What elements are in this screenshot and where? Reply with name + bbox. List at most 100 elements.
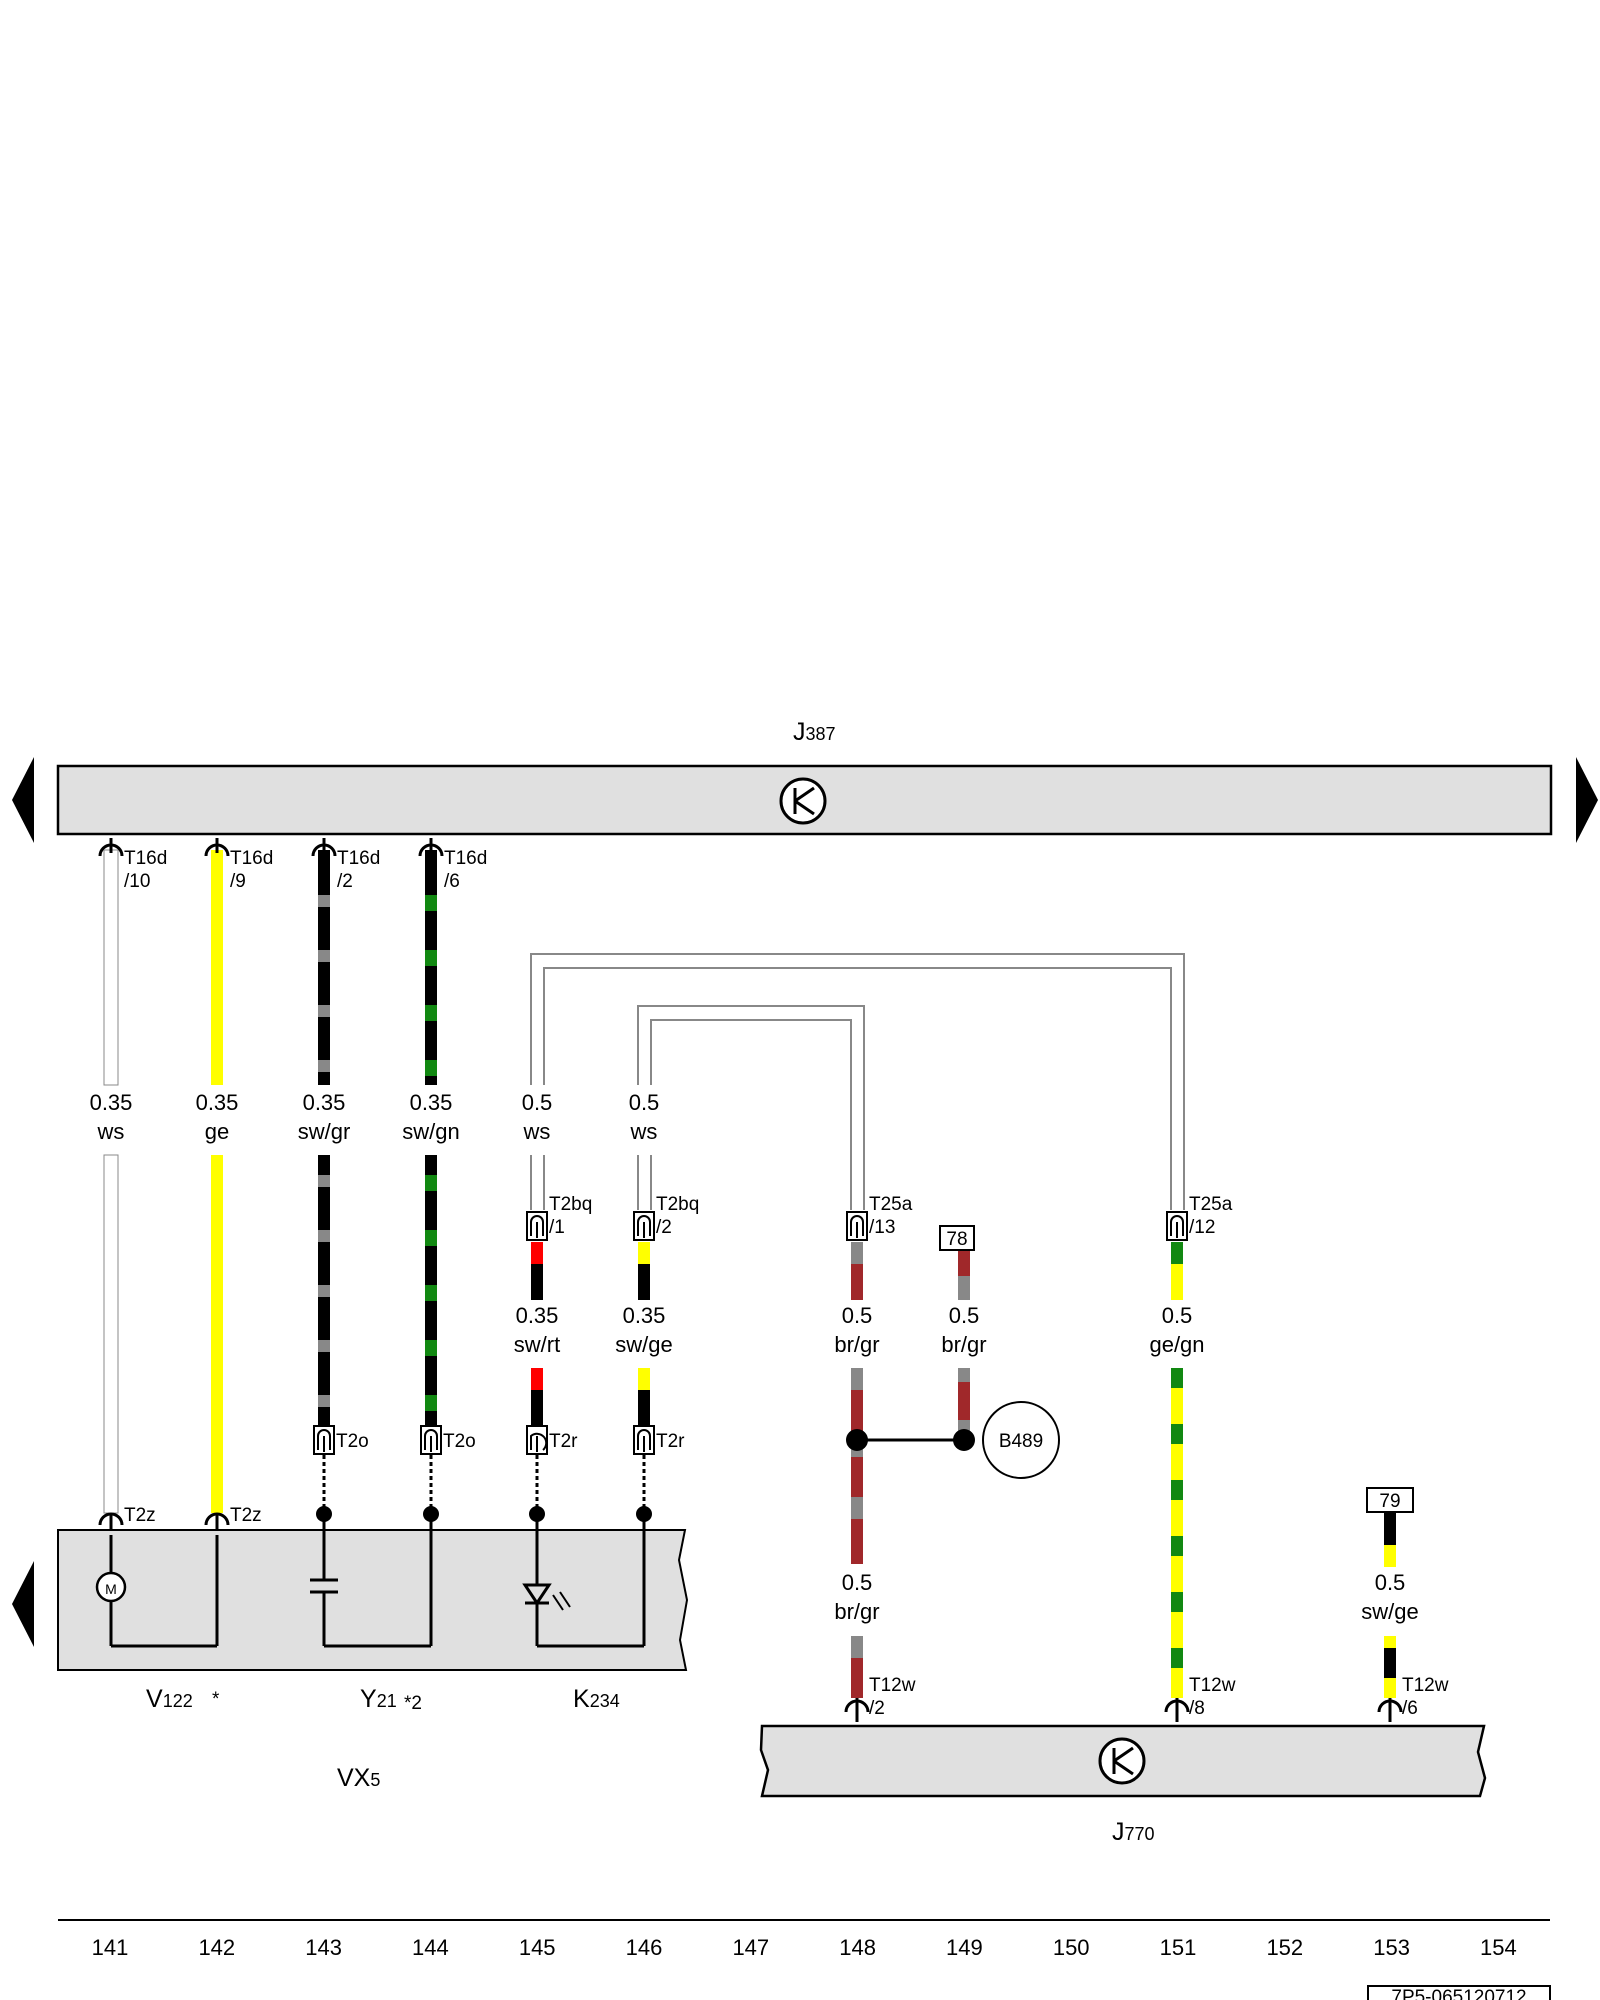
led-icon	[522, 1514, 646, 1648]
wire-151	[1171, 1242, 1183, 1698]
k234-label: K234	[573, 1685, 620, 1713]
v122-mark: *	[212, 1689, 220, 1710]
vx5-continue-left-arrow[interactable]	[12, 1561, 34, 1647]
continue-left-arrow[interactable]	[12, 757, 34, 843]
wire-153-color: sw/ge	[1361, 1599, 1418, 1624]
column-number: 150	[1053, 1935, 1090, 1960]
wire-148-color2: br/gr	[834, 1599, 879, 1624]
shielded-wire-routing	[530, 953, 1185, 1210]
column-number: 141	[92, 1935, 129, 1960]
wire-149	[958, 1251, 970, 1440]
column-number: 143	[305, 1935, 342, 1960]
connector-t12w-symbols	[844, 1698, 1403, 1722]
pin-142-top: /9	[230, 871, 246, 892]
conn-143-top: T16d	[337, 848, 380, 869]
wire-148	[851, 1242, 863, 1698]
wire-146-size2: 0.35	[623, 1303, 666, 1328]
control-unit-icon	[779, 777, 827, 825]
y21-label: Y21	[360, 1685, 397, 1713]
b489-splice-circle[interactable]	[982, 1401, 1060, 1479]
j770-label: J770	[1112, 1818, 1155, 1846]
conn-142-top: T16d	[230, 848, 273, 869]
column-number: 147	[732, 1935, 769, 1960]
ref-box-78[interactable]	[939, 1225, 975, 1251]
wire-148-color: br/gr	[834, 1332, 879, 1357]
conn-146-lower: T2r	[656, 1431, 685, 1452]
motor-icon	[95, 1535, 219, 1648]
wire-141-size: 0.35	[90, 1090, 133, 1115]
connector-arrows-mid	[530, 1215, 1184, 1238]
pin-146-mid: /2	[656, 1217, 672, 1238]
column-number: 145	[519, 1935, 556, 1960]
pin-144-top: /6	[444, 871, 460, 892]
column-number: 144	[412, 1935, 449, 1960]
column-number: 154	[1480, 1935, 1517, 1960]
conn-151-mid: T25a	[1189, 1194, 1233, 1215]
v122-label: V122	[146, 1685, 193, 1713]
ref-78-label: 78	[946, 1229, 967, 1250]
wire-143-color: sw/gr	[298, 1119, 351, 1144]
conn-146-mid: T2bq	[656, 1194, 699, 1215]
wire-143	[318, 850, 330, 1425]
pin-148-mid: /13	[869, 1217, 895, 1238]
wire-145-color: ws	[523, 1119, 551, 1144]
wire-142-color: ge	[205, 1119, 229, 1144]
wire-142-size: 0.35	[196, 1090, 239, 1115]
continue-right-arrow[interactable]	[1576, 757, 1598, 843]
capacitor-icon	[310, 1514, 433, 1648]
document-code-box	[1367, 1985, 1551, 2000]
vx5-component-area	[57, 1529, 689, 1671]
column-number: 149	[946, 1935, 983, 1960]
wire-143-size: 0.35	[303, 1090, 346, 1115]
motor-icon-glyph: M	[105, 1581, 117, 1597]
wire-146-lower	[638, 1242, 650, 1425]
wire-141	[103, 849, 119, 1514]
column-number: 151	[1160, 1935, 1197, 1960]
vx5-label: VX5	[337, 1764, 380, 1792]
connector-t16d-symbols	[98, 838, 444, 857]
wire-145-lower	[531, 1242, 543, 1425]
conn-141-lower: T2z	[124, 1505, 156, 1526]
column-number: 153	[1373, 1935, 1410, 1960]
wire-144-size: 0.35	[410, 1090, 453, 1115]
conn-145-mid: T2bq	[549, 1194, 592, 1215]
column-number: 142	[198, 1935, 235, 1960]
pin-151-mid: /12	[1189, 1217, 1215, 1238]
y21-mark: *2	[404, 1693, 422, 1714]
conn-144-lower: T2o	[443, 1431, 476, 1452]
conn-151-lower: T12w	[1189, 1675, 1236, 1696]
column-number: 148	[839, 1935, 876, 1960]
splice-node-149	[953, 1429, 975, 1451]
conn-145-lower: T2r	[549, 1431, 578, 1452]
wire-148-size: 0.5	[842, 1303, 873, 1328]
wire-148-size2: 0.5	[842, 1570, 873, 1595]
wire-142	[211, 850, 223, 1513]
wire-146-size: 0.5	[629, 1090, 660, 1115]
component-terminal-dots	[316, 1506, 652, 1522]
wire-151-color: ge/gn	[1149, 1332, 1204, 1357]
wire-151-size: 0.5	[1162, 1303, 1193, 1328]
conn-142-lower: T2z	[230, 1505, 262, 1526]
pin-153-lower: /6	[1402, 1698, 1418, 1719]
pin-151-lower: /8	[1189, 1698, 1205, 1719]
ref-box-79[interactable]	[1366, 1487, 1414, 1513]
wire-146-color: ws	[630, 1119, 658, 1144]
wire-146-color2: sw/ge	[615, 1332, 672, 1357]
wire-149-size: 0.5	[949, 1303, 980, 1328]
wire-145-size2: 0.35	[516, 1303, 559, 1328]
connector-arrows-lower	[317, 1429, 651, 1452]
conn-141-top: T16d	[124, 848, 167, 869]
conn-143-lower: T2o	[336, 1431, 369, 1452]
wire-141-color: ws	[97, 1119, 125, 1144]
document-code: 7P5-065120712	[1391, 1987, 1526, 2000]
splice-node-148	[846, 1429, 868, 1451]
pin-141-top: /10	[124, 871, 150, 892]
wire-153-size: 0.5	[1375, 1570, 1406, 1595]
pin-143-top: /2	[337, 871, 353, 892]
conn-148-lower: T12w	[869, 1675, 916, 1696]
conn-153-lower: T12w	[1402, 1675, 1449, 1696]
wire-153	[1384, 1513, 1396, 1698]
wire-144-color: sw/gn	[402, 1119, 459, 1144]
